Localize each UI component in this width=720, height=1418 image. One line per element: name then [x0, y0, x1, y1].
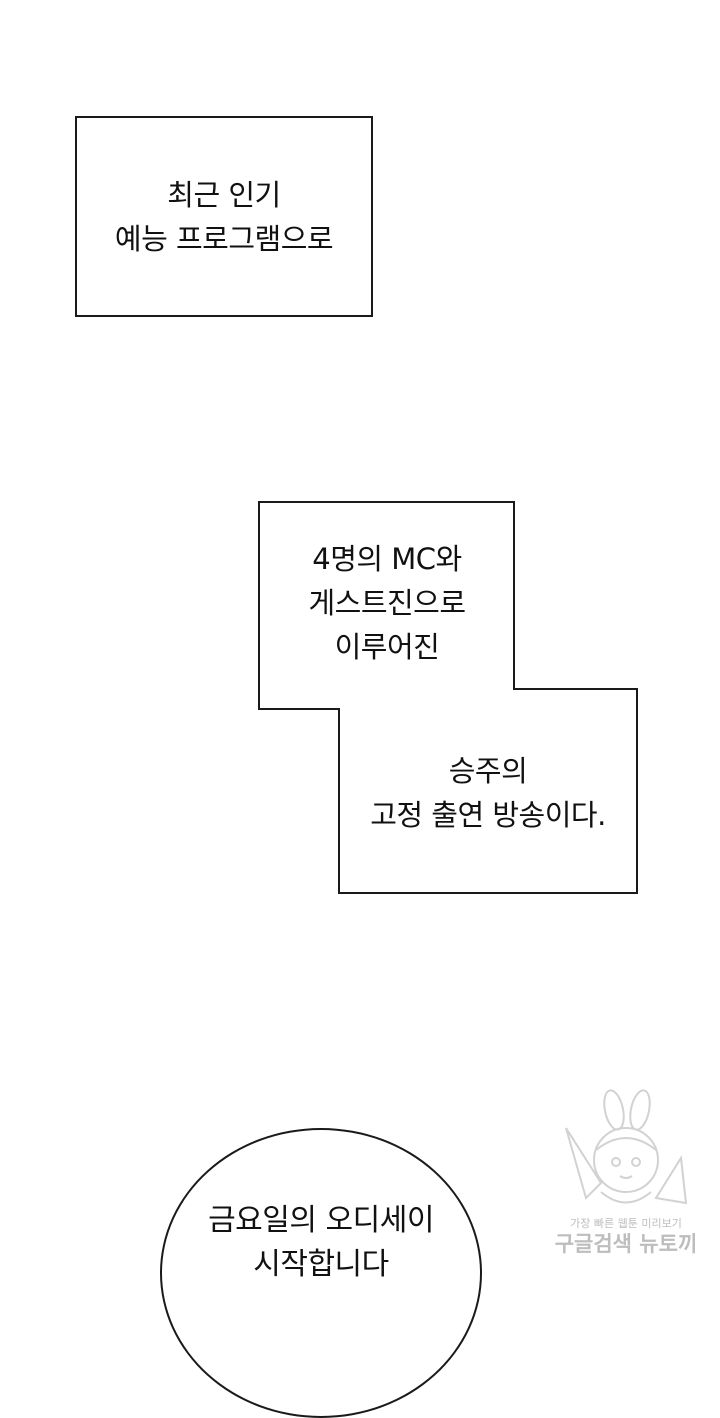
caption-line: 최근 인기 — [167, 177, 281, 212]
caption-box-mc-guests: 4명의 MC와 게스트진으로 이루어진 — [262, 535, 512, 670]
caption-line: 이루어진 — [334, 629, 440, 664]
caption-box-fixed-cast: 승주의 고정 출연 방송이다. — [342, 745, 634, 841]
speech-line: 시작합니다 — [253, 1247, 389, 1282]
caption-box-popular-show: 최근 인기 예능 프로그램으로 — [75, 116, 373, 317]
watermark: 가장 빠른 웹툰 미리보기 구글검색 뉴토끼 — [536, 1088, 716, 1258]
watermark-title: 구글검색 뉴토끼 — [554, 1232, 698, 1256]
caption-line: 승주의 — [448, 754, 528, 788]
watermark-tagline: 가장 빠른 웹툰 미리보기 — [570, 1217, 682, 1230]
caption-line: 예능 프로그램으로 — [114, 221, 334, 256]
comic-panel: { "captions": { "first": ["최근 인기", "예능 프… — [75, 116, 716, 1418]
speech-line: 금요일의 오디세이 — [208, 1203, 434, 1238]
caption-line: 고정 출연 방송이다. — [370, 798, 606, 832]
speech-bubble-text: 금요일의 오디세이 시작합니다 — [160, 1198, 482, 1288]
caption-line: 4명의 MC와 — [312, 541, 462, 576]
caption-line: 게스트진으로 — [308, 585, 466, 620]
bunny-mascot-icon — [565, 1089, 688, 1205]
